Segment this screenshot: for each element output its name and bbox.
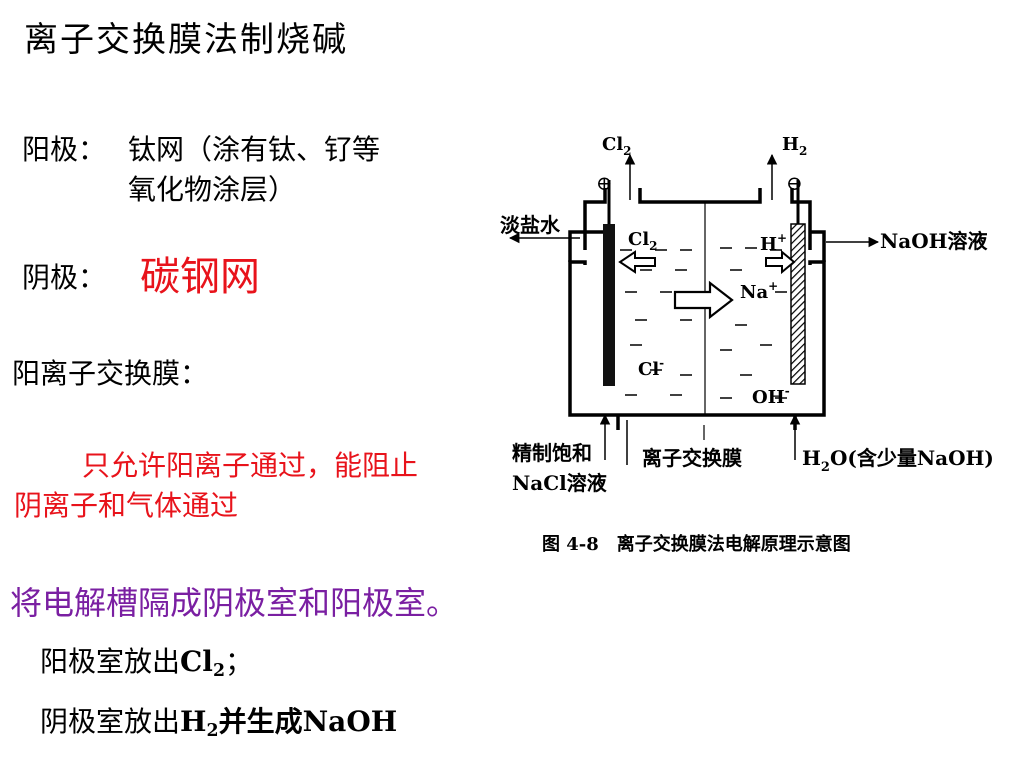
membrane-diagram-label: 离子交换膜 [642, 446, 742, 470]
cl-minus-label: Cl- [638, 356, 664, 380]
brine-inlet-label-line2: NaCl溶液 [512, 471, 608, 495]
dilute-brine-label: 淡盐水 [500, 213, 561, 237]
anode-label: 阳极： [22, 133, 107, 166]
h2-top-label: H2 [782, 134, 807, 158]
anode-room-formula: Cl2 [180, 645, 226, 682]
cl2-inside-label: Cl2 [628, 229, 658, 253]
oh-minus-label: OH- [752, 384, 790, 408]
h-plus-arrow [765, 249, 796, 275]
cathode-room-formula: H2 [180, 705, 219, 742]
membrane-description-line2: 阴离子和气体通过 [14, 489, 239, 522]
cathode-room-text: 阴极室放出H2并生成NaOH [40, 700, 397, 740]
na-plus-arrow [673, 280, 734, 320]
anode-description-line2: 氧化物涂层） [128, 173, 297, 206]
membrane-description-line1: 只允许阳离子通过，能阻止 [82, 449, 419, 482]
cell-outline [568, 188, 826, 430]
brine-inlet-label-line1: 精制饱和 [512, 441, 592, 465]
anode-electrode [603, 224, 615, 386]
cl2-inside-arrow [618, 250, 656, 274]
figure-caption: 图 4-8 离子交换膜法电解原理示意图 [542, 533, 851, 555]
cathode-sign: ⊖ [786, 171, 803, 195]
anode-room-suffix: ； [225, 645, 254, 678]
cathode-room-prefix: 阴极室放出 [40, 705, 181, 738]
membrane-label: 阳离子交换膜： [12, 357, 209, 390]
anode-room-prefix: 阳极室放出 [40, 645, 181, 678]
cl2-top-label: Cl2 [602, 134, 632, 158]
anode-description-line1: 钛网（涂有钛、钌等 [128, 133, 381, 166]
h-plus-label: H+ [760, 231, 787, 255]
cathode-room-suffix: 并生成NaOH [218, 705, 398, 738]
cathode-material: 碳钢网 [140, 254, 260, 300]
summary-text: 将电解槽隔成阴极室和阳极室。 [10, 584, 459, 622]
water-inlet-label: H2O(含少量NaOH) [802, 446, 994, 475]
electrolysis-diagram: Cl2 H2 ⊕ ⊖ 淡盐水 Cl2 H+ Na+ Cl- OH- NaOH溶液… [500, 134, 994, 555]
electrolyte-level [620, 247, 787, 399]
na-plus-label: Na+ [740, 279, 778, 303]
anode-room-text: 阳极室放出Cl2； [40, 640, 253, 680]
anode-sign: ⊕ [596, 171, 613, 195]
cathode-electrode [790, 223, 806, 385]
page-title: 离子交换膜法制烧碱 [24, 20, 348, 60]
naoh-solution-label: NaOH溶液 [880, 229, 989, 253]
cathode-label: 阴极： [22, 261, 107, 294]
